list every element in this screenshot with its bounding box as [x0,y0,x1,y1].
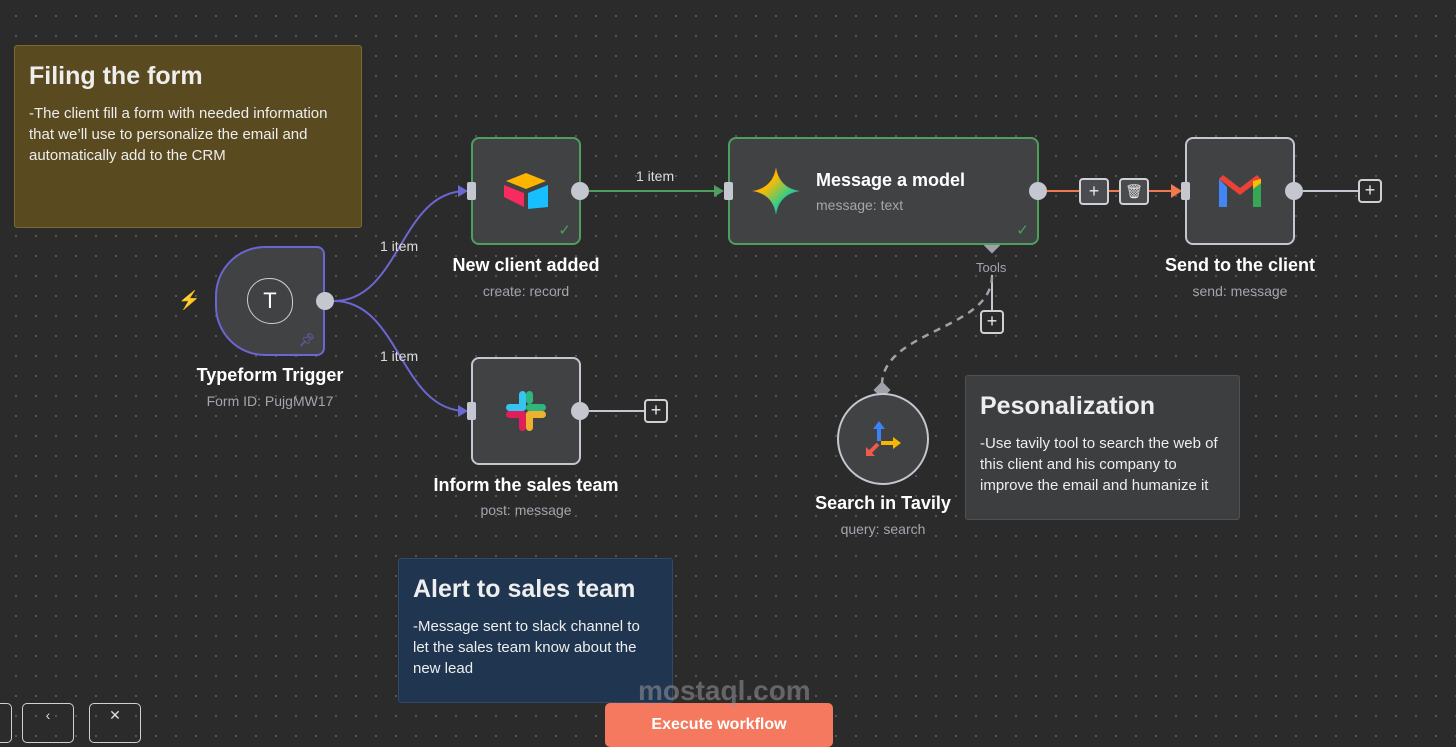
sticky-title: Alert to sales team [413,575,636,603]
delete-connection-button[interactable]: 🗑︎ [1119,178,1149,205]
gmail-icon [1219,175,1261,207]
trigger-bolt-icon: ⚡ [178,290,201,310]
sticky-body: -Use tavily tool to search the web of th… [980,435,1218,494]
edge-trigger-slack [333,300,467,412]
edge-label: 1 item [380,238,419,254]
gemini-icon [752,167,800,215]
node-subtitle: Form ID: PujgMW17 [206,393,334,409]
input-handle[interactable] [467,182,476,200]
node-gmail[interactable] [1185,137,1295,245]
output-handle[interactable] [316,292,334,310]
add-tool-button[interactable]: + [980,310,1004,334]
success-check-icon: ✓ [1016,222,1029,239]
sticky-note-personalization[interactable]: Pesonalization -Use tavily tool to searc… [965,375,1240,520]
input-handle[interactable] [467,402,476,420]
slack-icon [506,391,546,431]
node-title: Message a model [816,169,966,190]
node-title: New client added [452,255,600,275]
node-message-model[interactable]: Message a model message: text ✓ [728,137,1039,245]
node-title: Typeform Trigger [196,365,344,385]
output-handle[interactable] [571,182,589,200]
airtable-icon [504,173,548,209]
edge-trigger-airtable [333,190,467,302]
edge-label: 1 item [636,168,675,184]
edge-label: 1 item [380,348,419,364]
node-subtitle: post: message [480,502,572,518]
node-subtitle: create: record [482,283,570,299]
output-handle[interactable] [1029,182,1047,200]
node-subtitle: message: text [816,196,904,213]
node-title: Search in Tavily [815,493,951,513]
sticky-title: Pesonalization [980,392,1156,420]
node-subtitle: query: search [840,521,926,537]
sticky-note-filing-form[interactable]: Filing the form -The client fill a form … [14,45,362,228]
fit-view-button[interactable] [0,703,12,743]
pin-icon: 📌︎ [298,332,315,347]
sticky-note-alert[interactable]: Alert to sales team -Message sent to sla… [398,558,673,703]
node-tavily[interactable] [837,393,929,485]
add-node-button[interactable]: + [644,399,668,423]
sticky-body: -The client fill a form with needed info… [29,105,328,164]
zoom-out-button[interactable]: ‹ [22,703,74,743]
insert-node-button[interactable]: + [1079,178,1109,205]
input-handle[interactable] [1181,182,1190,200]
add-node-button[interactable]: + [1358,179,1382,203]
node-airtable[interactable]: ✓ [471,137,581,245]
node-title: Send to the client [1164,255,1315,275]
execute-workflow-button[interactable]: Execute workflow [605,703,833,747]
trash-icon: 🗑︎ [1125,183,1143,199]
output-handle[interactable] [571,402,589,420]
node-title: Inform the sales team [433,475,619,495]
execute-label: Execute workflow [651,716,787,733]
tools-label: Tools [976,260,1007,275]
node-slack[interactable] [471,357,581,465]
edge-tavily-tool [880,275,994,386]
sticky-title: Filing the form [29,62,203,90]
node-subtitle: send: message [1192,283,1288,299]
reset-zoom-button[interactable]: ✕ [89,703,141,743]
input-handle[interactable] [724,182,733,200]
tavily-icon [866,421,901,456]
typeform-icon: T [247,278,293,324]
node-typeform-trigger[interactable]: T 📌︎ [215,246,325,356]
sticky-body: -Message sent to slack channel to let th… [413,618,640,677]
output-handle[interactable] [1285,182,1303,200]
success-check-icon: ✓ [558,222,571,239]
watermark: mostaql.com [638,675,811,706]
